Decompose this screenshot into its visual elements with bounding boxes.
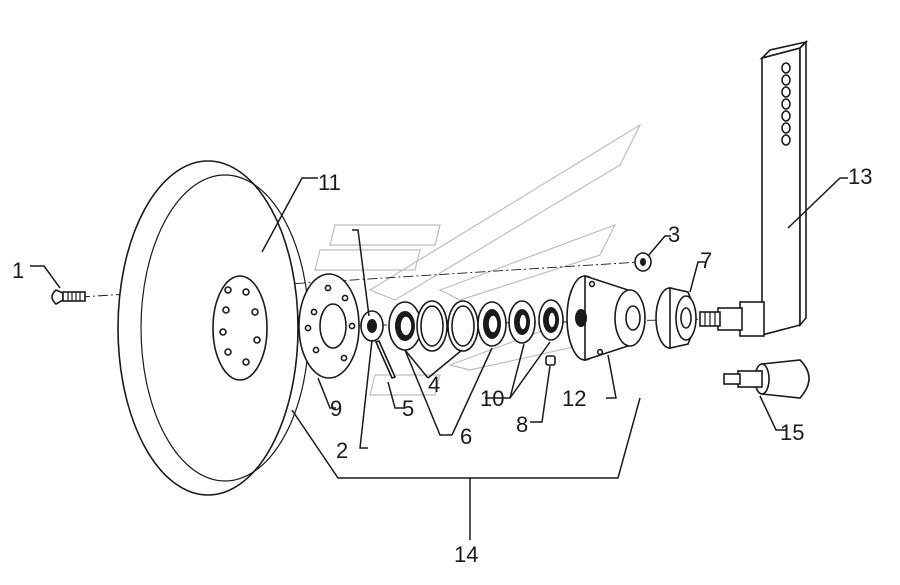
part-10-bearing-ring [508,300,536,344]
part-3-nut [634,252,652,272]
callout-7: 7 [700,248,712,273]
part-2-nut [360,310,384,342]
callout-6: 6 [460,424,472,449]
callout-5: 5 [402,396,414,421]
callout-14: 14 [454,542,478,567]
callout-3: 3 [668,222,680,247]
callout-10: 10 [480,386,504,411]
callout-1: 1 [12,258,24,283]
part-9-flange-plate [298,273,360,379]
callout-15: 15 [780,420,804,445]
callout-labels: 1 11 3 7 13 4 9 5 10 12 8 6 2 15 14 [12,164,872,567]
part-8-grease-nipple [545,355,556,366]
part-5-pin [374,340,397,379]
callout-2: 2 [336,438,348,463]
part-15-axle [723,359,810,399]
part-4-seal-ring-2 [447,300,479,352]
callout-4: 4 [428,372,440,397]
callout-13: 13 [848,164,872,189]
callout-8: 8 [516,412,528,437]
part-6-bearing-inner [388,301,422,351]
part-7-cap [655,287,697,349]
part-4-seal-ring [416,300,448,352]
part-12-hub [566,274,646,362]
part-11-disc [117,160,310,496]
part-1-bolt [51,289,86,305]
callout-12: 12 [562,386,586,411]
part-10-bearing-ring-2 [538,299,564,341]
callout-11: 11 [318,170,341,195]
callout-9: 9 [330,396,342,421]
part-13-arm [699,40,809,337]
leader-lines [30,177,848,540]
part-6-bearing-outer [477,301,507,347]
